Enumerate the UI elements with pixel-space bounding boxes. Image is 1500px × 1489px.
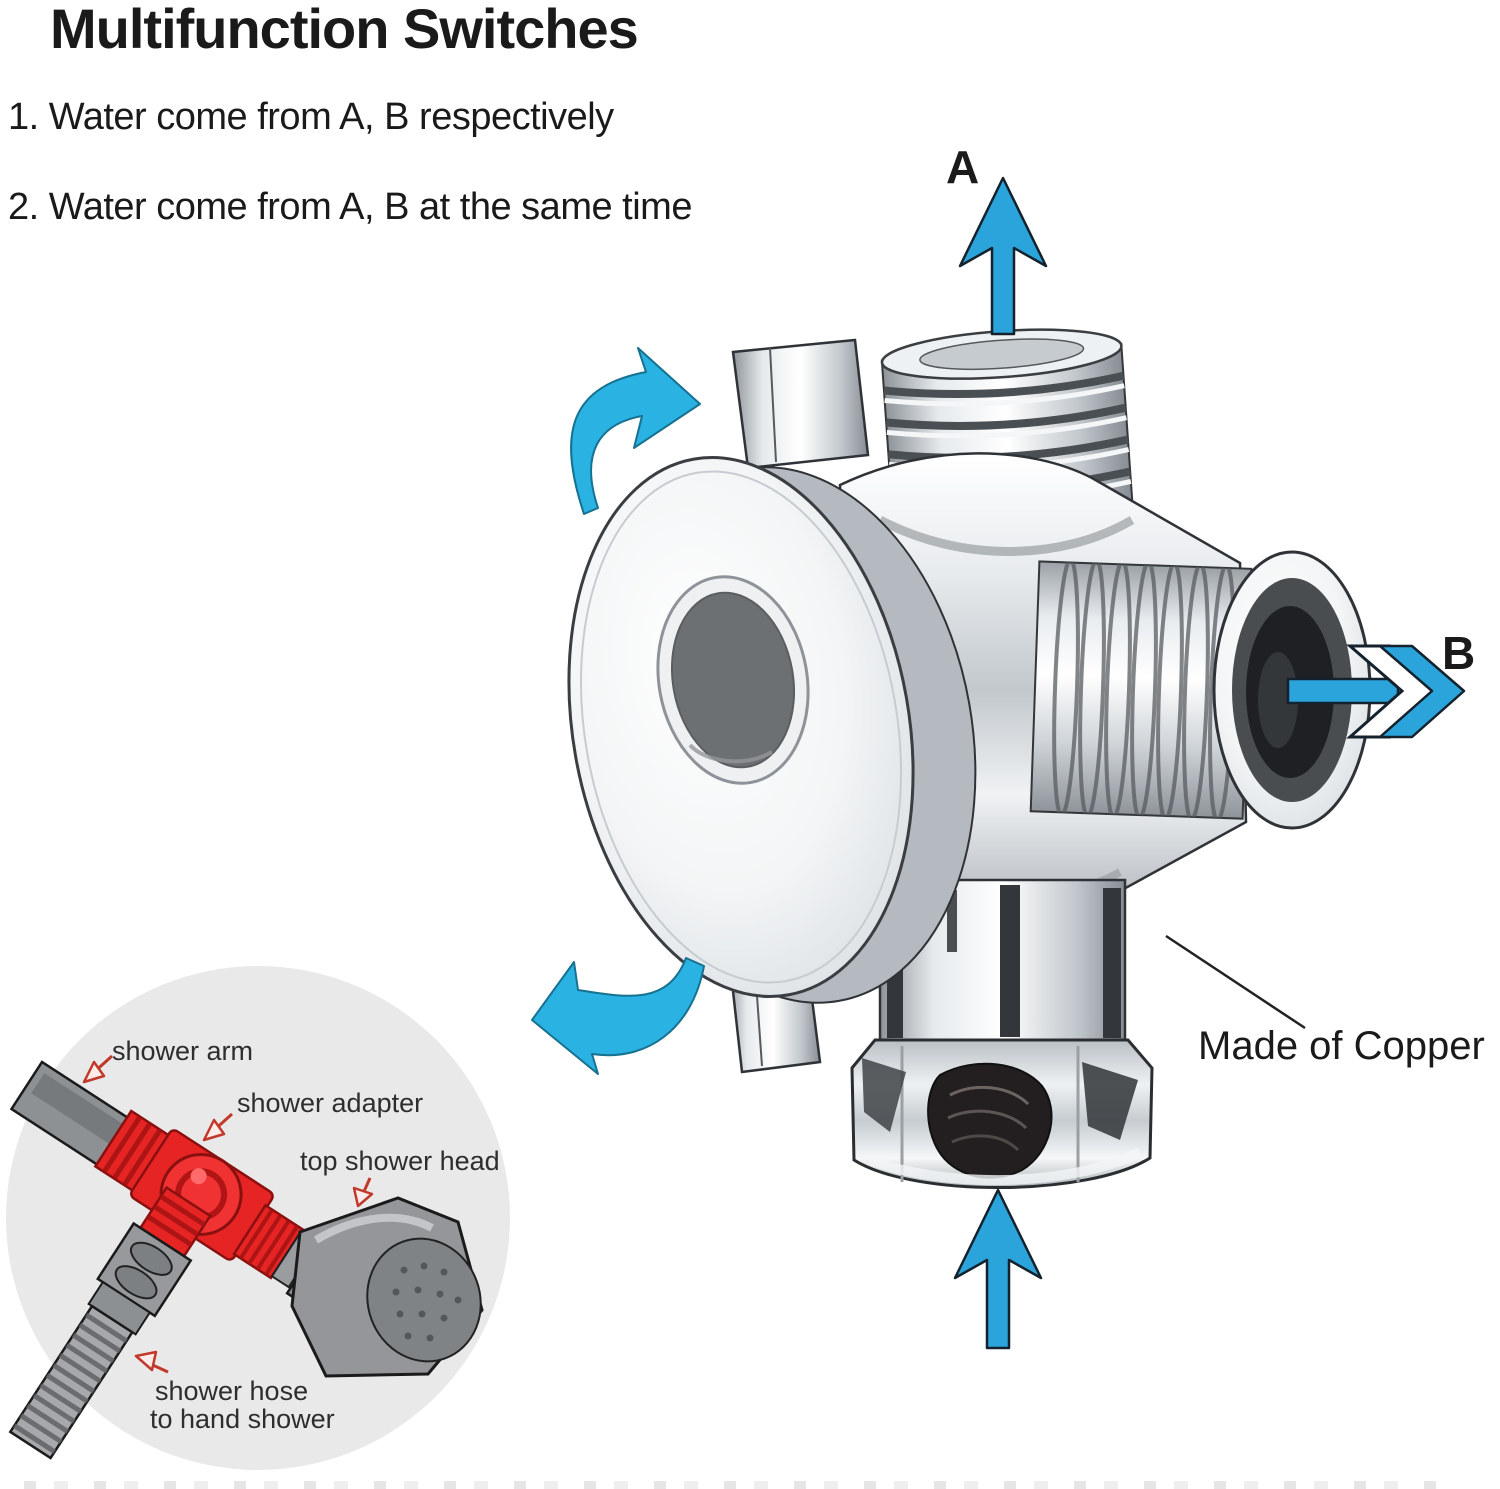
port-b-label: B	[1442, 627, 1476, 679]
inset-top-shower-head	[290, 1196, 484, 1378]
inset-diagram	[6, 966, 510, 1470]
page-title: Multifunction Switches	[50, 0, 639, 60]
instruction-line-2: 2. Water come from A, B at the same time	[8, 186, 692, 228]
inset-pointer-arrow-head-icon	[352, 1177, 374, 1208]
cutoff-text-remnant	[24, 1481, 1454, 1489]
inset-pointer-arrow-hose-icon	[134, 1350, 169, 1374]
valve-lever-tab	[731, 338, 870, 470]
inset-label-hose-line2: to hand shower	[150, 1404, 335, 1434]
rotate-arrow-bottom-icon	[531, 957, 705, 1075]
inset-label-shower-adapter: shower adapter	[237, 1088, 424, 1118]
flow-arrow-a-icon	[958, 176, 1048, 336]
rotate-arrow-top-icon	[570, 347, 701, 515]
inset-label-top-shower-head: top shower head	[300, 1146, 500, 1176]
inset-hose-branch	[8, 1185, 212, 1460]
inset-label-hose-line1: shower hose	[155, 1376, 309, 1406]
material-pointer-line	[1165, 934, 1306, 1030]
instruction-line-1: 1. Water come from A, B respectively	[8, 96, 614, 138]
port-a-label: A	[946, 141, 980, 193]
valve-bottom-nut	[850, 1038, 1154, 1189]
valve-right-port	[1029, 550, 1372, 830]
flow-arrow-inlet-icon	[953, 1188, 1043, 1350]
flow-arrow-b-icon	[1286, 644, 1466, 739]
material-note: Made of Copper	[1198, 1024, 1485, 1068]
inset-pointer-arrow-adapter-icon	[202, 1112, 234, 1142]
inset-label-shower-arm: shower arm	[112, 1036, 254, 1066]
inset-pointer-arrow-arm-icon	[82, 1054, 114, 1084]
valve-knob	[567, 456, 977, 1004]
